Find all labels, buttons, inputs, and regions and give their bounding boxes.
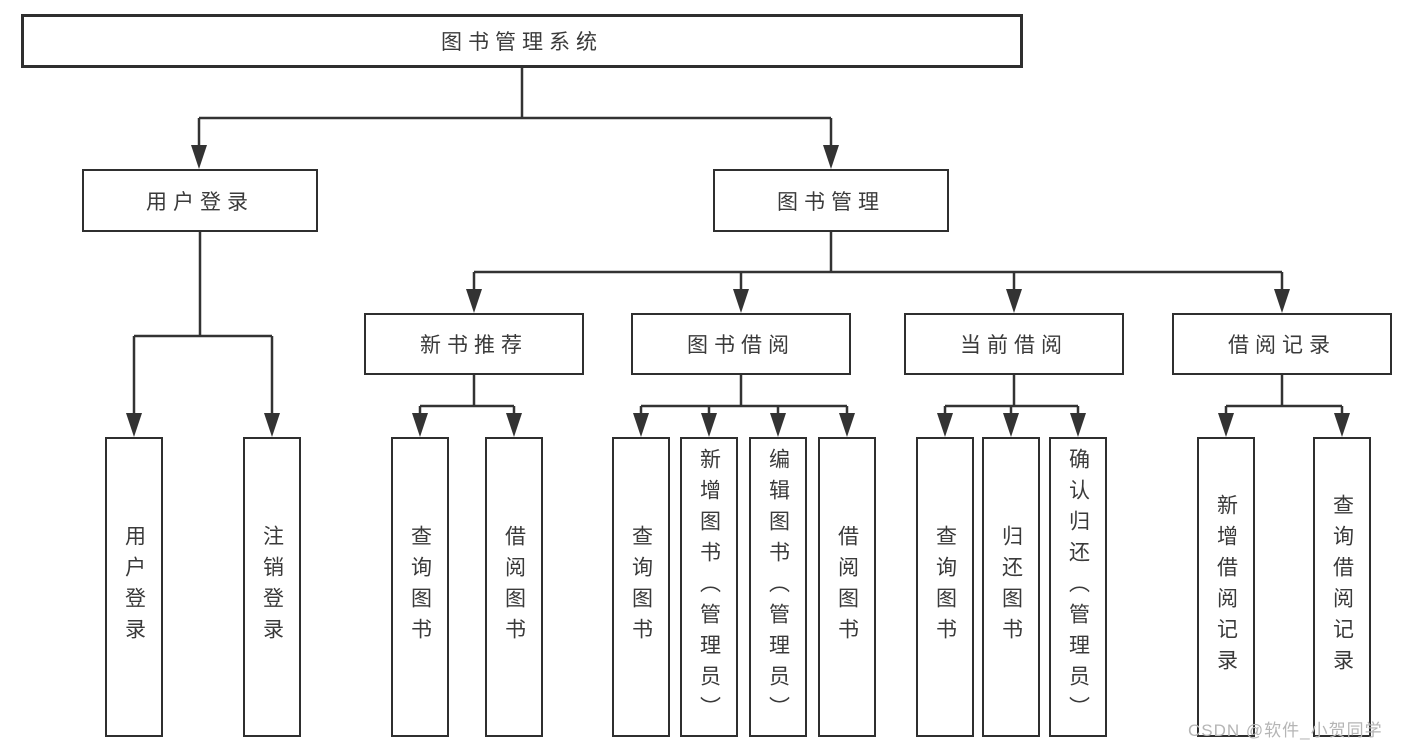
- node-label: 新书推荐: [420, 334, 528, 357]
- leaf-user-login: 用户登录: [105, 437, 163, 737]
- node-label: 借阅记录: [1228, 334, 1336, 357]
- leaf-label: 注销登录: [260, 525, 284, 649]
- leaf-borrow-books: 借阅图书: [818, 437, 876, 737]
- node-user-login: 用户登录: [82, 169, 318, 232]
- leaf-label: 新增借阅记录: [1214, 494, 1238, 680]
- leaf-borrow-books-recommend: 借阅图书: [485, 437, 543, 737]
- node-book-borrow: 图书借阅: [631, 313, 851, 375]
- node-label: 用户登录: [146, 190, 254, 214]
- node-current-borrow: 当前借阅: [904, 313, 1124, 375]
- leaf-add-book-admin: 新增图书（管理员）: [680, 437, 738, 737]
- csdn-watermark: CSDN @软件_小贺同学: [1188, 721, 1383, 740]
- node-book-management: 图书管理: [713, 169, 949, 232]
- arrowheads: [126, 145, 1350, 437]
- node-label: 图书管理系统: [441, 31, 603, 54]
- leaf-label: 查询借阅记录: [1330, 494, 1354, 680]
- leaf-label: 新增图书（管理员）: [697, 447, 721, 727]
- leaf-logout: 注销登录: [243, 437, 301, 737]
- leaf-query-books-recommend: 查询图书: [391, 437, 449, 737]
- leaf-query-books-current: 查询图书: [916, 437, 974, 737]
- leaf-label: 查询图书: [408, 525, 432, 649]
- node-label: 图书借阅: [687, 334, 795, 357]
- node-library-system: 图书管理系统: [21, 14, 1023, 68]
- leaf-query-borrow-record: 查询借阅记录: [1313, 437, 1371, 737]
- node-new-book-recommend: 新书推荐: [364, 313, 584, 375]
- leaf-confirm-return-admin: 确认归还（管理员）: [1049, 437, 1107, 737]
- leaf-label: 查询图书: [629, 525, 653, 649]
- leaf-label: 编辑图书（管理员）: [766, 447, 790, 727]
- leaf-label: 借阅图书: [835, 525, 859, 649]
- leaf-label: 用户登录: [122, 525, 146, 649]
- leaf-label: 归还图书: [999, 525, 1023, 649]
- node-borrow-records: 借阅记录: [1172, 313, 1392, 375]
- leaf-edit-book-admin: 编辑图书（管理员）: [749, 437, 807, 737]
- leaf-return-book: 归还图书: [982, 437, 1040, 737]
- leaf-label: 查询图书: [933, 525, 957, 649]
- node-label: 当前借阅: [960, 334, 1068, 357]
- leaf-query-books-borrow: 查询图书: [612, 437, 670, 737]
- leaf-label: 确认归还（管理员）: [1066, 447, 1090, 727]
- node-label: 图书管理: [777, 190, 885, 214]
- leaf-add-borrow-record: 新增借阅记录: [1197, 437, 1255, 737]
- leaf-label: 借阅图书: [502, 525, 526, 649]
